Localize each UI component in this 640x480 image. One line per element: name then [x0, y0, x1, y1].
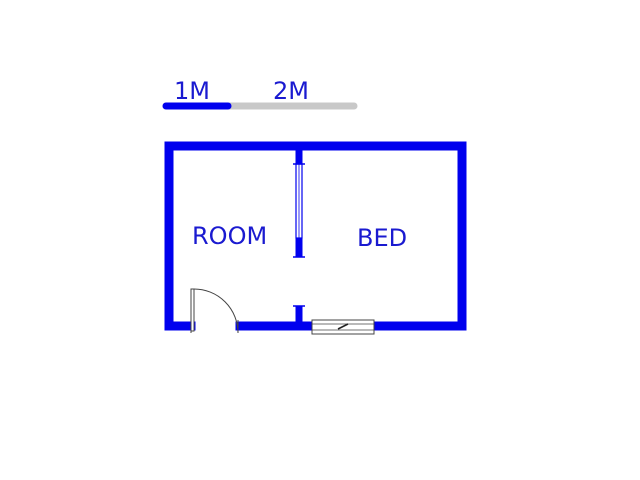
door-leaf: [190, 288, 195, 332]
door: [190, 288, 239, 334]
window-sash-mark: [337, 323, 349, 330]
bed-label: BED: [357, 224, 407, 252]
walls: [164, 141, 467, 331]
window: [311, 319, 375, 335]
scale-bar: 1M 2M: [162, 77, 358, 110]
door-swing-arc: [193, 288, 239, 334]
room-label: ROOM: [192, 222, 267, 250]
partition-wall: [293, 150, 305, 322]
scale-label-2m: 2M: [273, 77, 309, 105]
scale-label-1m: 1M: [174, 77, 210, 105]
